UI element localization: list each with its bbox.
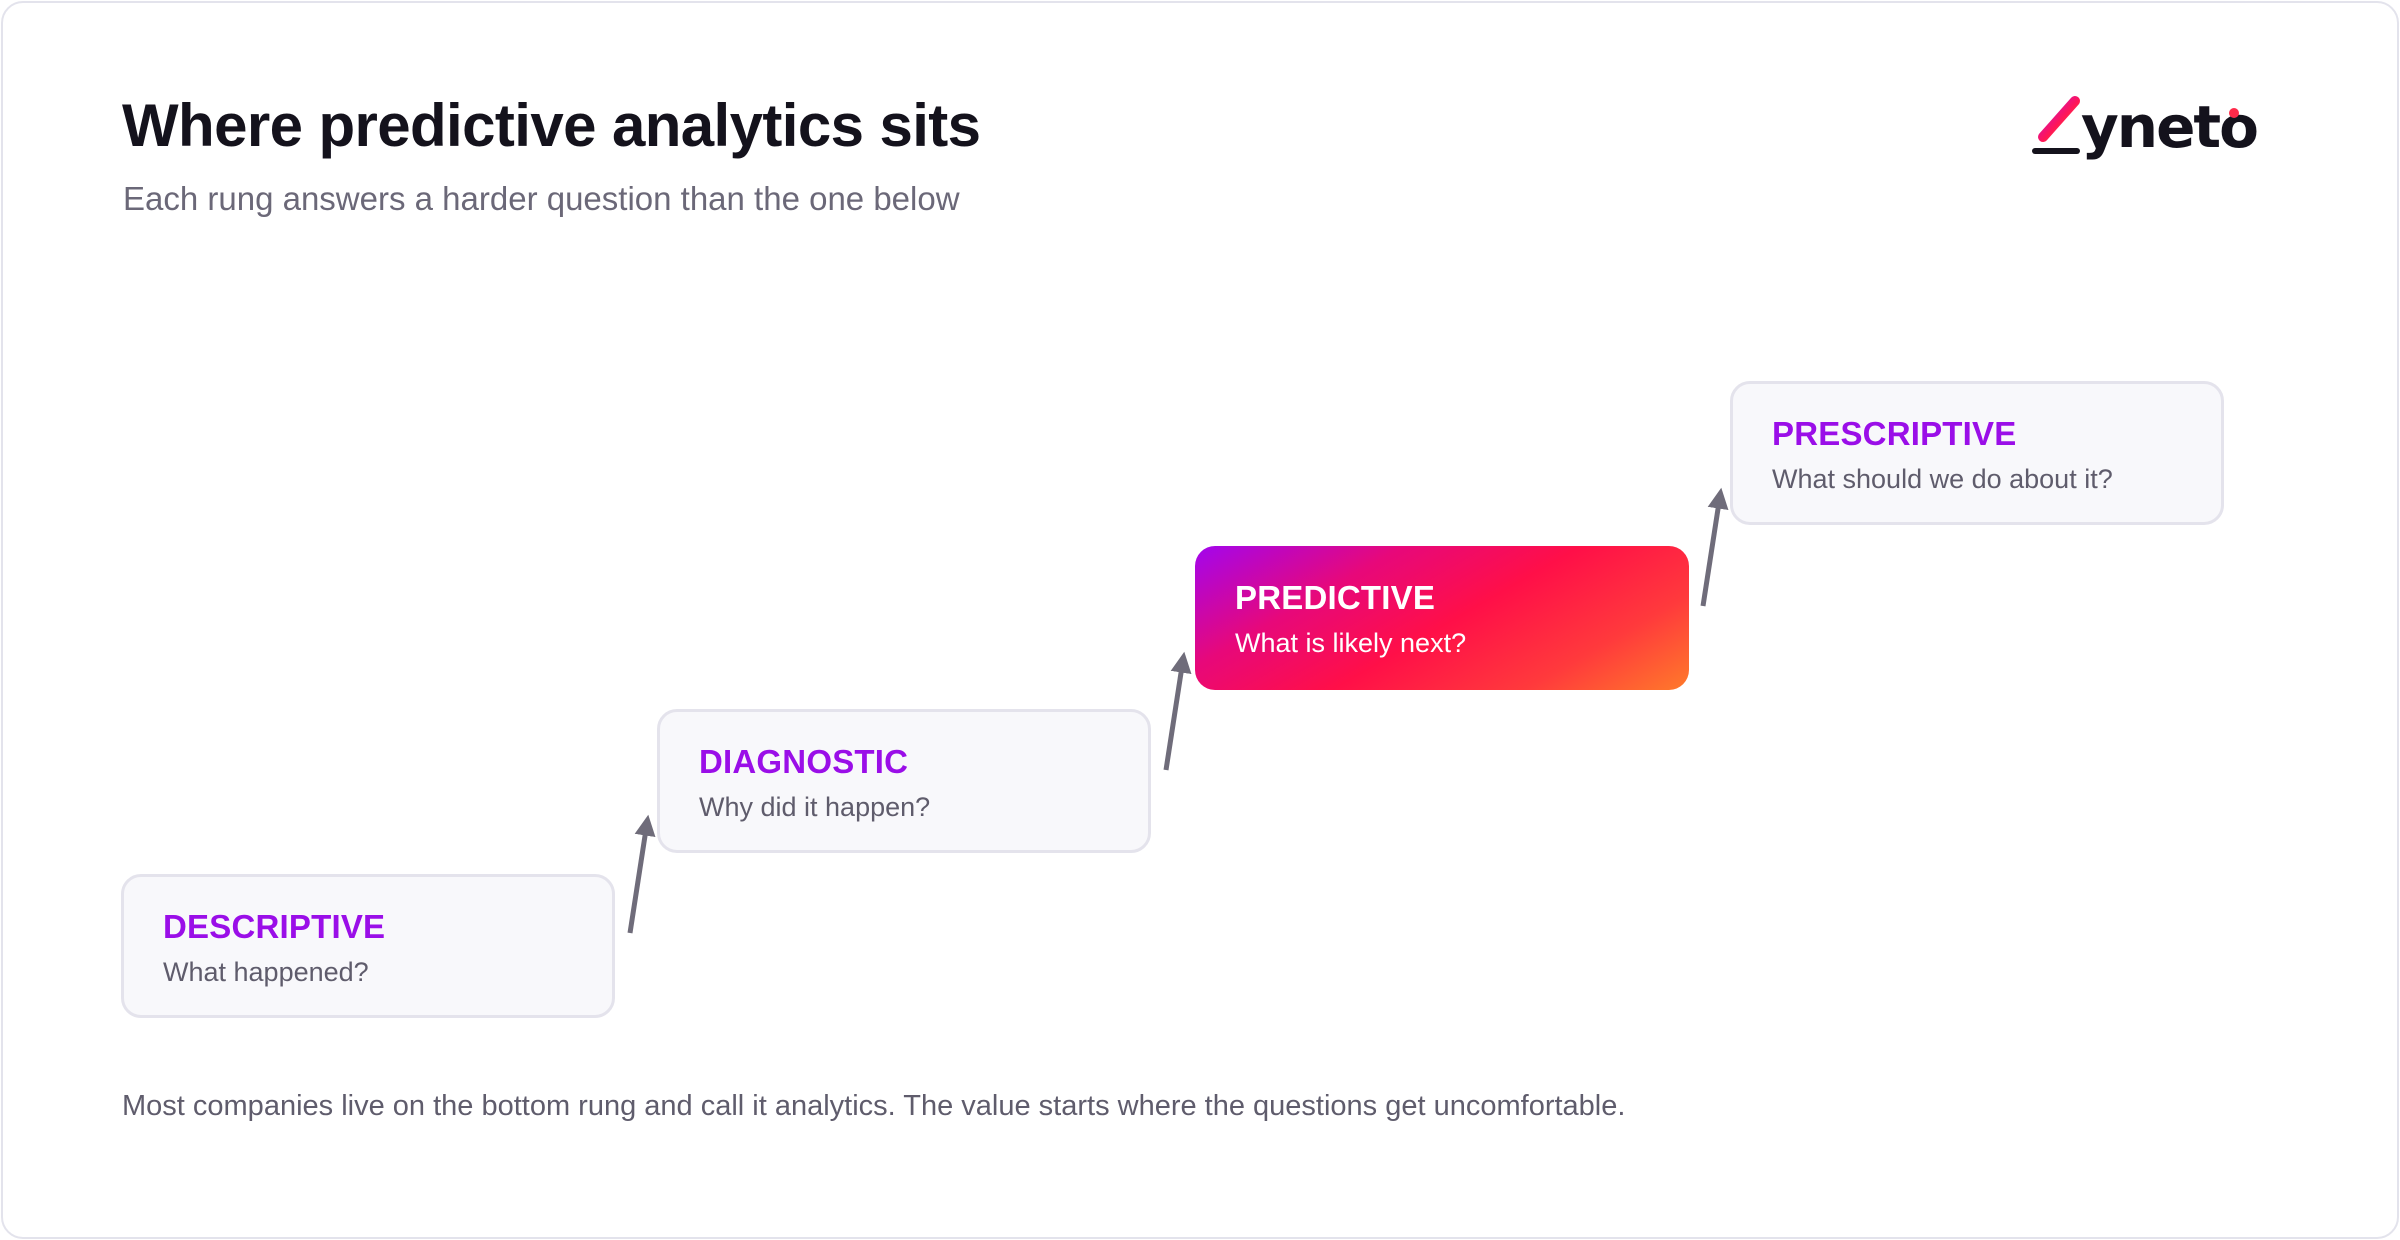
- rung-prescriptive: PRESCRIPTIVE What should we do about it?: [1730, 381, 2224, 525]
- rung-label: PREDICTIVE: [1235, 579, 1436, 616]
- logo-accent-dot: [2229, 108, 2239, 118]
- page-subtitle: Each rung answers a harder question than…: [123, 180, 960, 217]
- rung-question: What should we do about it?: [1772, 464, 2113, 494]
- rung-question: What is likely next?: [1235, 628, 1467, 658]
- arrow-diagnostic-to-predictive: [1163, 651, 1192, 771]
- rung-question: What happened?: [163, 957, 369, 987]
- arrow-descriptive-to-diagnostic: [627, 814, 656, 934]
- rung-label: DESCRIPTIVE: [163, 908, 386, 945]
- arrow-predictive-to-prescriptive: [1700, 487, 1729, 607]
- rung-predictive: PREDICTIVE What is likely next?: [1195, 546, 1689, 690]
- rung-diagnostic: DIAGNOSTIC Why did it happen?: [657, 709, 1151, 853]
- rung-label: DIAGNOSTIC: [699, 743, 909, 780]
- logo-wordmark: yneto: [2081, 93, 2257, 161]
- rung-label: PRESCRIPTIVE: [1772, 415, 2017, 452]
- logo-z-diagonal-stroke: [2038, 96, 2080, 142]
- footer-note: Most companies live on the bottom rung a…: [122, 1090, 1626, 1122]
- page-title: Where predictive analytics sits: [122, 92, 981, 159]
- rung-question: Why did it happen?: [699, 792, 931, 822]
- rung-descriptive: DESCRIPTIVE What happened?: [121, 874, 615, 1018]
- zyneto-logo: yneto: [2031, 93, 2259, 161]
